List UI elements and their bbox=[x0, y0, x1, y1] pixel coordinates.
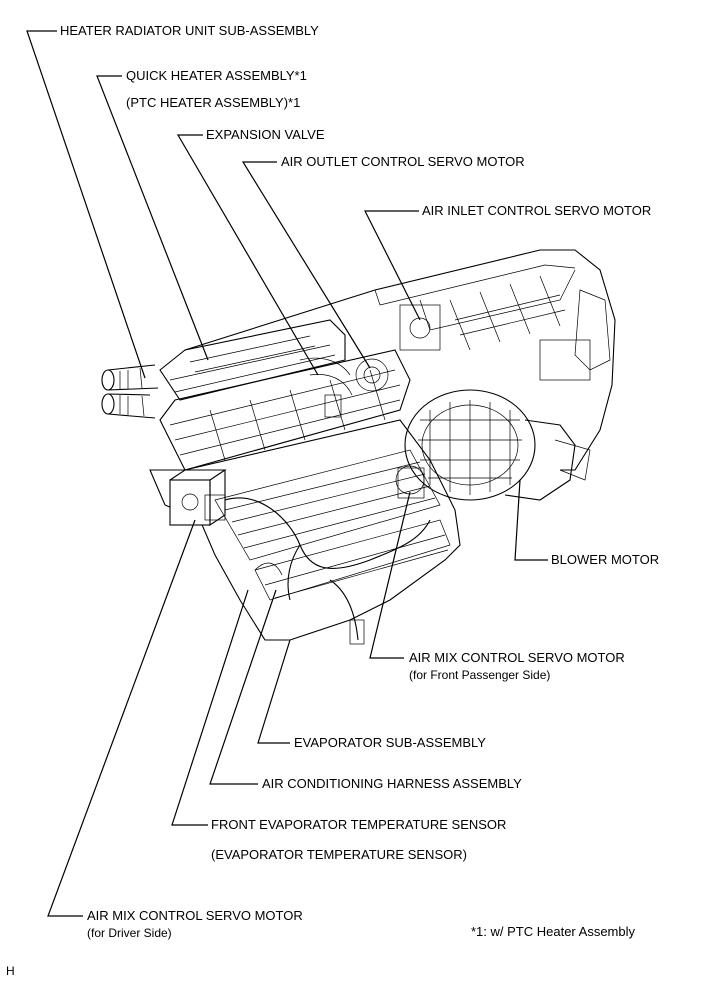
label-heater-radiator: HEATER RADIATOR UNIT SUB-ASSEMBLY bbox=[60, 23, 319, 38]
leader-ac-harness bbox=[209, 589, 277, 785]
leader-air-mix-driver bbox=[47, 519, 196, 917]
label-air-mix-passenger-sub: (for Front Passenger Side) bbox=[409, 668, 551, 682]
label-evaporator: EVAPORATOR SUB-ASSEMBLY bbox=[294, 735, 486, 750]
label-blower-motor: BLOWER MOTOR bbox=[551, 552, 660, 567]
label-evap-sensor: (EVAPORATOR TEMPERATURE SENSOR) bbox=[211, 847, 467, 862]
label-quick-heater: QUICK HEATER ASSEMBLY*1 bbox=[126, 68, 307, 83]
label-air-mix-driver: AIR MIX CONTROL SERVO MOTOR bbox=[87, 908, 303, 923]
label-air-outlet-servo: AIR OUTLET CONTROL SERVO MOTOR bbox=[281, 154, 525, 169]
corner-code: H bbox=[6, 964, 15, 978]
label-air-inlet-servo: AIR INLET CONTROL SERVO MOTOR bbox=[422, 203, 652, 218]
leader-heater-radiator bbox=[26, 30, 146, 379]
leader-lines bbox=[26, 30, 548, 917]
label-ptc-heater: (PTC HEATER ASSEMBLY)*1 bbox=[126, 95, 301, 110]
leader-front-evap-sensor bbox=[171, 589, 249, 826]
footnote: *1: w/ PTC Heater Assembly bbox=[471, 924, 635, 939]
leader-blower-motor bbox=[514, 479, 548, 561]
label-expansion-valve: EXPANSION VALVE bbox=[206, 127, 325, 142]
leader-expansion-valve bbox=[176, 134, 319, 376]
leader-air-inlet-servo bbox=[364, 210, 421, 321]
label-front-evap-sensor: FRONT EVAPORATOR TEMPERATURE SENSOR bbox=[211, 817, 507, 832]
hvac-unit-illustration bbox=[101, 249, 616, 645]
leader-air-mix-passenger bbox=[369, 491, 411, 659]
label-air-mix-driver-sub: (for Driver Side) bbox=[87, 926, 172, 940]
label-air-mix-passenger: AIR MIX CONTROL SERVO MOTOR bbox=[409, 650, 625, 665]
leader-air-outlet-servo bbox=[241, 161, 371, 369]
label-ac-harness: AIR CONDITIONING HARNESS ASSEMBLY bbox=[262, 776, 522, 791]
leader-quick-heater bbox=[96, 75, 209, 361]
leader-evaporator bbox=[257, 639, 291, 744]
